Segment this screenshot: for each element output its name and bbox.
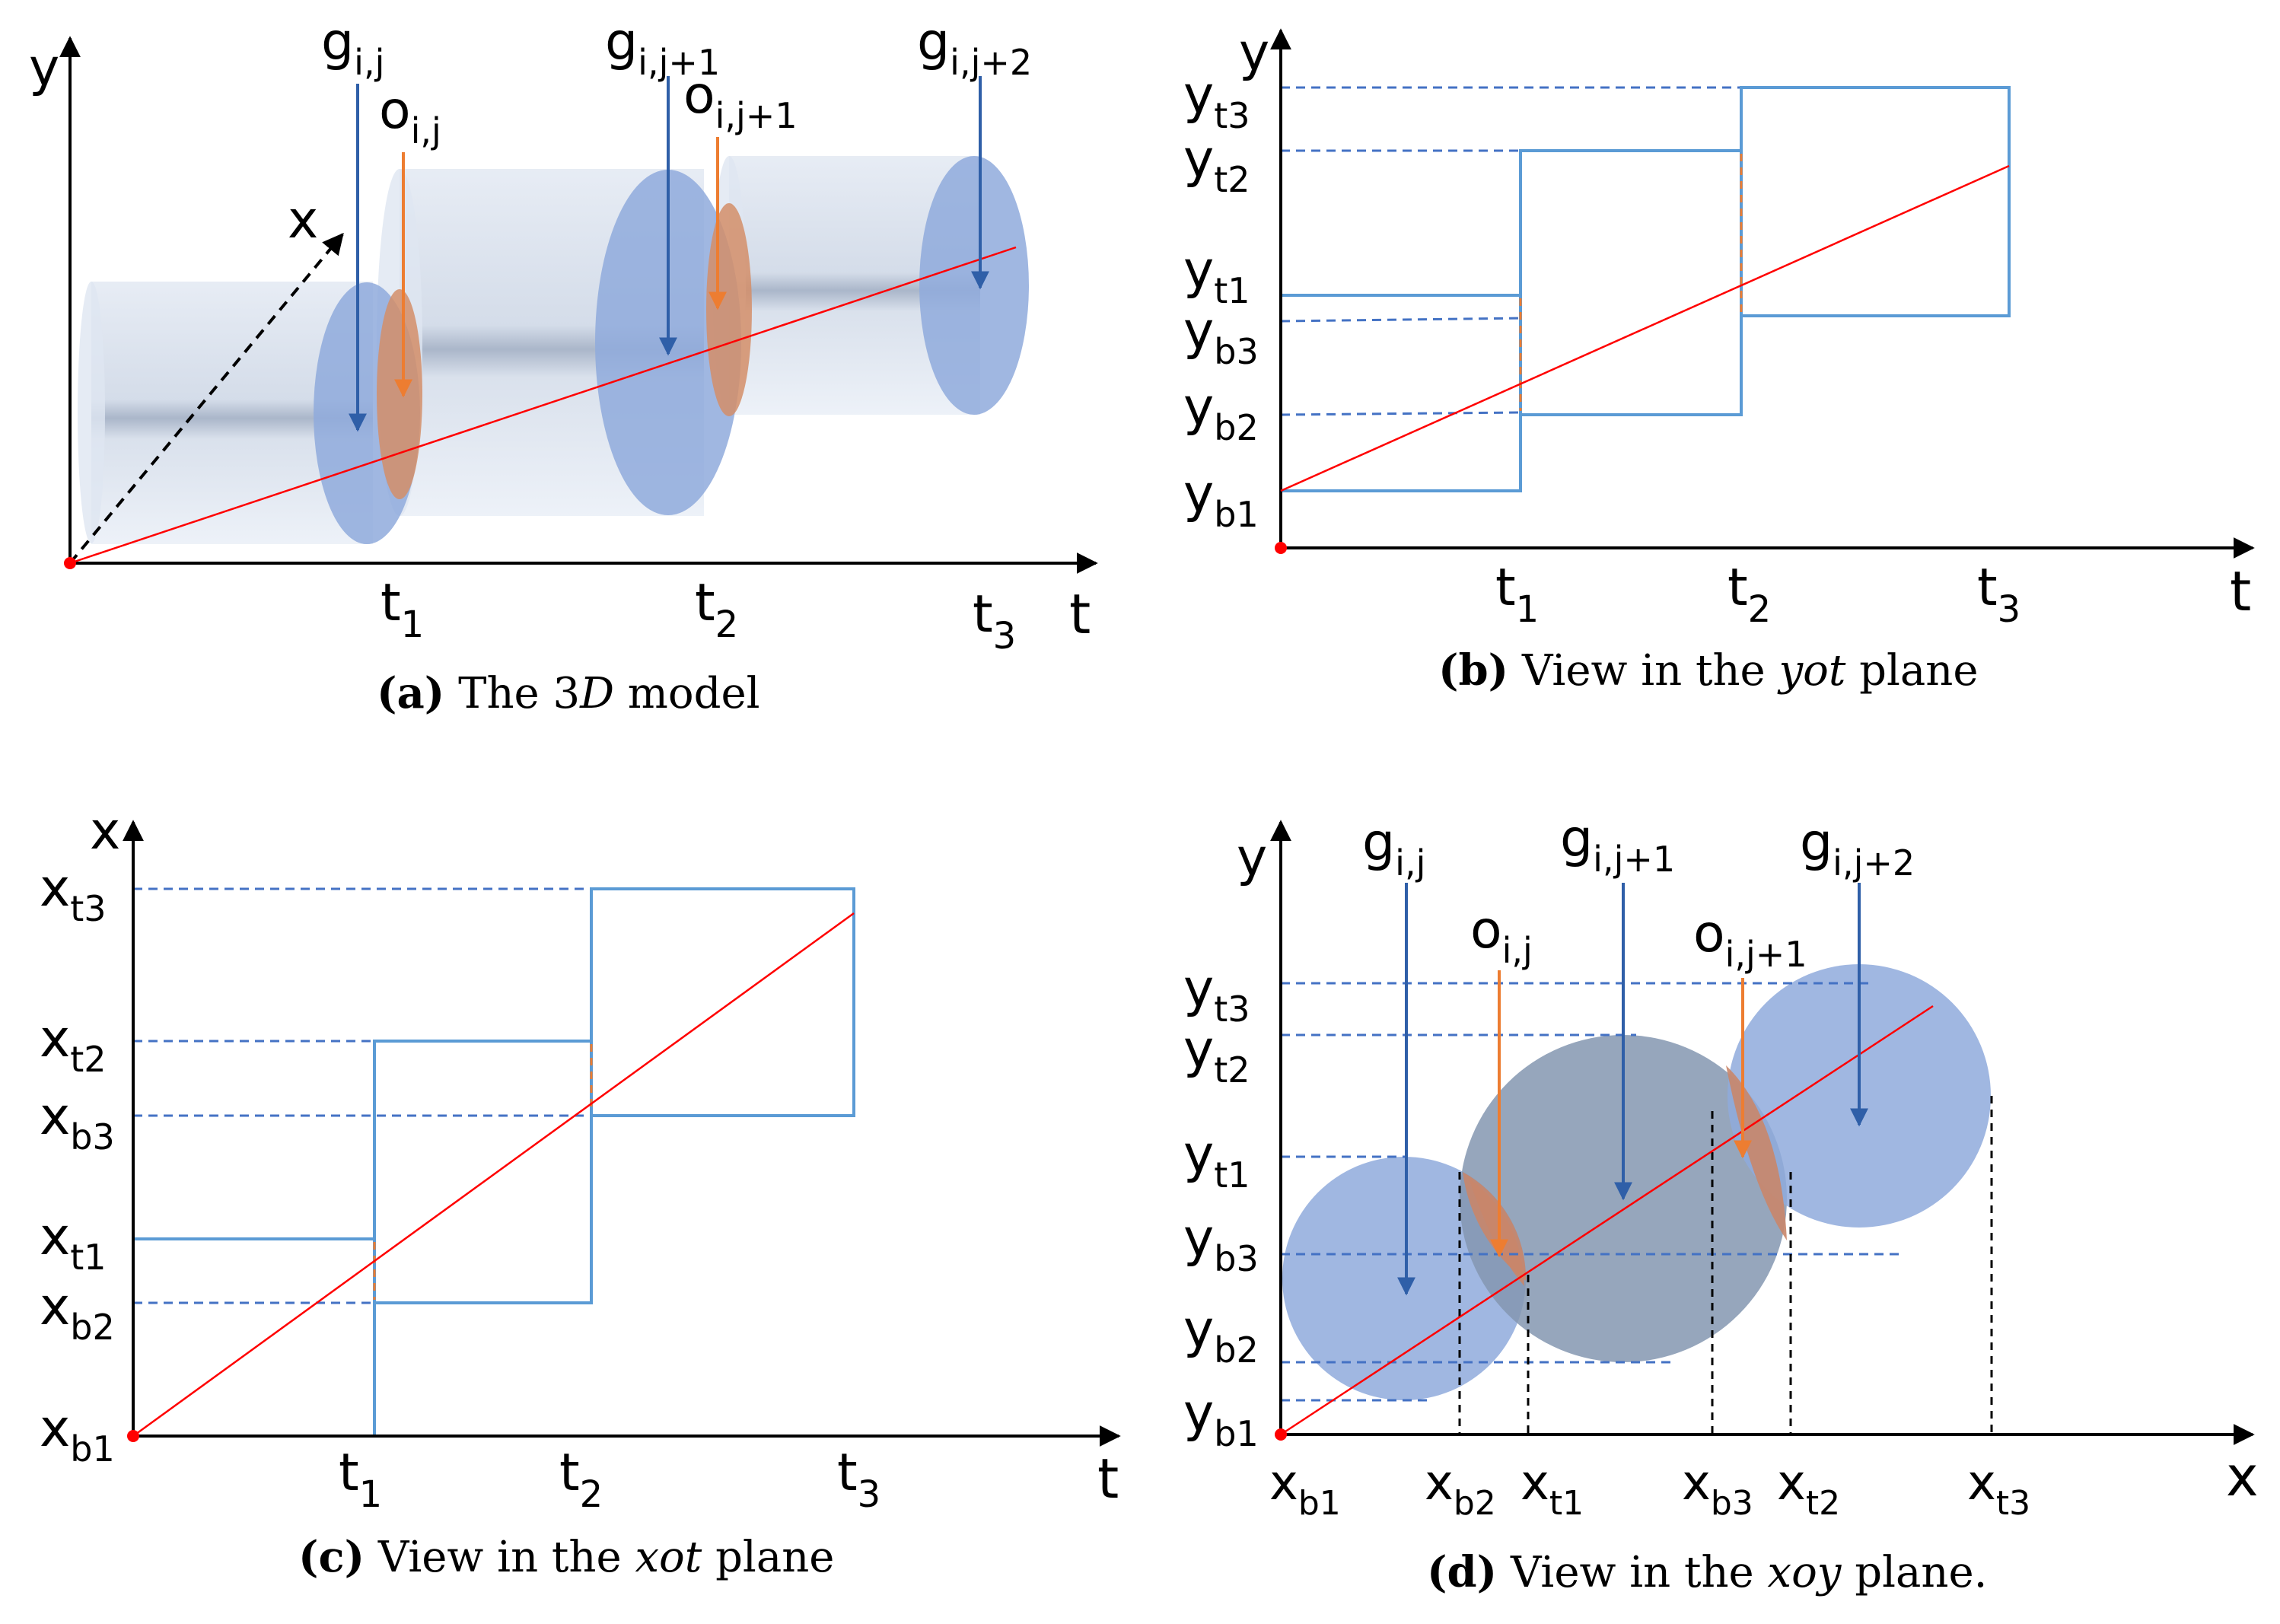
b-label-yt3: yt3 [1183,65,1250,136]
b-tick-t1: t1 [1495,558,1539,631]
c-label-xt3: xt3 [40,858,107,929]
b-label-yt2: yt2 [1183,129,1250,200]
b-label-yb2: yb2 [1183,377,1259,448]
c-label-xb2: xb2 [40,1277,115,1348]
a-label-o1: oi,j [379,81,441,151]
cylinder-1-back-face [78,282,105,543]
a-axis-y-label: y [29,38,59,98]
b-box-1 [1281,294,1522,492]
a-axis-t-label: t [1069,582,1091,646]
d-label-xt3: xt3 [1967,1455,2030,1523]
d-label-xt2: xt2 [1777,1455,1840,1523]
b-trajectory [1280,164,2010,492]
c-tick-t2: t2 [559,1443,603,1516]
c-tick-t1: t1 [339,1443,382,1516]
b-axis-t-label: t [2230,559,2251,623]
a-axis-x-label: x [288,190,318,250]
panel-a: y x t t1 t2 t3 gi,j oi,j gi,j+1 oi,j+1 g… [29,12,1098,718]
c-box-1 [133,1237,376,1438]
d-label-xb1: xb1 [1269,1455,1341,1523]
b-box-3 [1740,86,2011,317]
c-trajectory [132,912,855,1438]
a-origin-dot [64,557,76,569]
b-axis-y-label: y [1239,23,1269,83]
d-label-xb3: xb3 [1682,1455,1753,1523]
d-label-g1: gi,j [1362,813,1425,884]
c-axis-x-label: x [90,801,120,861]
b-label-yt1: yt1 [1183,240,1250,311]
overlap-face-2 [706,203,752,416]
d-label-yb1: yb1 [1183,1384,1259,1454]
d-label-o2: oi,j+1 [1693,904,1807,975]
panel-b: y t t1 t2 t3 yt3 yt2 yt1 yb3 yb2 yb1 (b)… [1183,23,2255,696]
c-label-xb1: xb1 [40,1399,115,1470]
c-label-xt2: xt2 [40,1009,107,1080]
d-label-o1: oi,j [1470,900,1533,971]
d-label-xt1: xt1 [1521,1455,1584,1523]
a-label-o2: oi,j+1 [683,65,798,136]
c-origin-dot [127,1430,139,1442]
b-tick-t2: t2 [1728,558,1771,631]
panel-d: y x gi,j oi,j gi,j+1 oi,j+1 gi,j+2 yt3 y… [1183,809,2259,1597]
b-guide-yb3 [1280,317,1523,323]
a-caption: (a) The 3D model [377,668,760,718]
a-tick-t3: t3 [973,584,1016,658]
d-axis-y-label: y [1237,828,1267,888]
d-origin-dot [1275,1428,1287,1441]
c-label-xb3: xb3 [40,1087,115,1157]
b-box-2 [1519,149,1743,416]
a-tick-t1: t1 [381,573,424,646]
d-label-yt3: yt3 [1183,959,1250,1030]
d-axis-x-label: x [2226,1444,2259,1508]
a-label-g1: gi,j [321,12,384,83]
grid-face-3 [919,156,1029,415]
d-label-yb2: yb2 [1183,1300,1259,1371]
b-caption: (b) View in the yot plane [1438,645,1979,696]
d-label-xb2: xb2 [1425,1455,1496,1523]
d-label-g3: gi,j+2 [1800,813,1915,884]
d-caption: (d) View in the xoy plane. [1427,1547,1987,1597]
c-label-xt1: xt1 [40,1207,107,1278]
b-origin-dot [1275,542,1287,554]
c-axis-t-label: t [1097,1447,1119,1511]
c-box-3 [590,887,855,1117]
c-caption: (c) View in the xot plane [298,1532,834,1582]
a-tick-t2: t2 [695,573,738,646]
c-tick-t3: t3 [837,1443,880,1516]
a-label-g3: gi,j+2 [917,12,1032,83]
a-x-axis [68,232,344,565]
panel-c: x t t1 t2 t3 xt3 xt2 xb3 xt1 xb2 xb1 (c)… [40,801,1121,1582]
b-label-yb3: yb3 [1183,301,1259,372]
a-trajectory [69,246,1017,565]
a-label-g2: gi,j+1 [605,12,720,83]
d-label-yt2: yt2 [1183,1020,1250,1091]
b-guide-yb2 [1280,411,1521,416]
d-overlap-lens-1b [1469,1178,1524,1286]
b-label-yb1: yb1 [1183,464,1259,535]
c-box-2 [373,1040,593,1304]
d-label-yt1: yt1 [1183,1125,1250,1196]
d-trajectory [1280,1005,1934,1436]
b-tick-t3: t3 [1977,558,2020,631]
d-label-yb3: yb3 [1183,1208,1259,1279]
d-label-g2: gi,j+1 [1560,809,1675,880]
overlap-face-1 [377,289,422,499]
